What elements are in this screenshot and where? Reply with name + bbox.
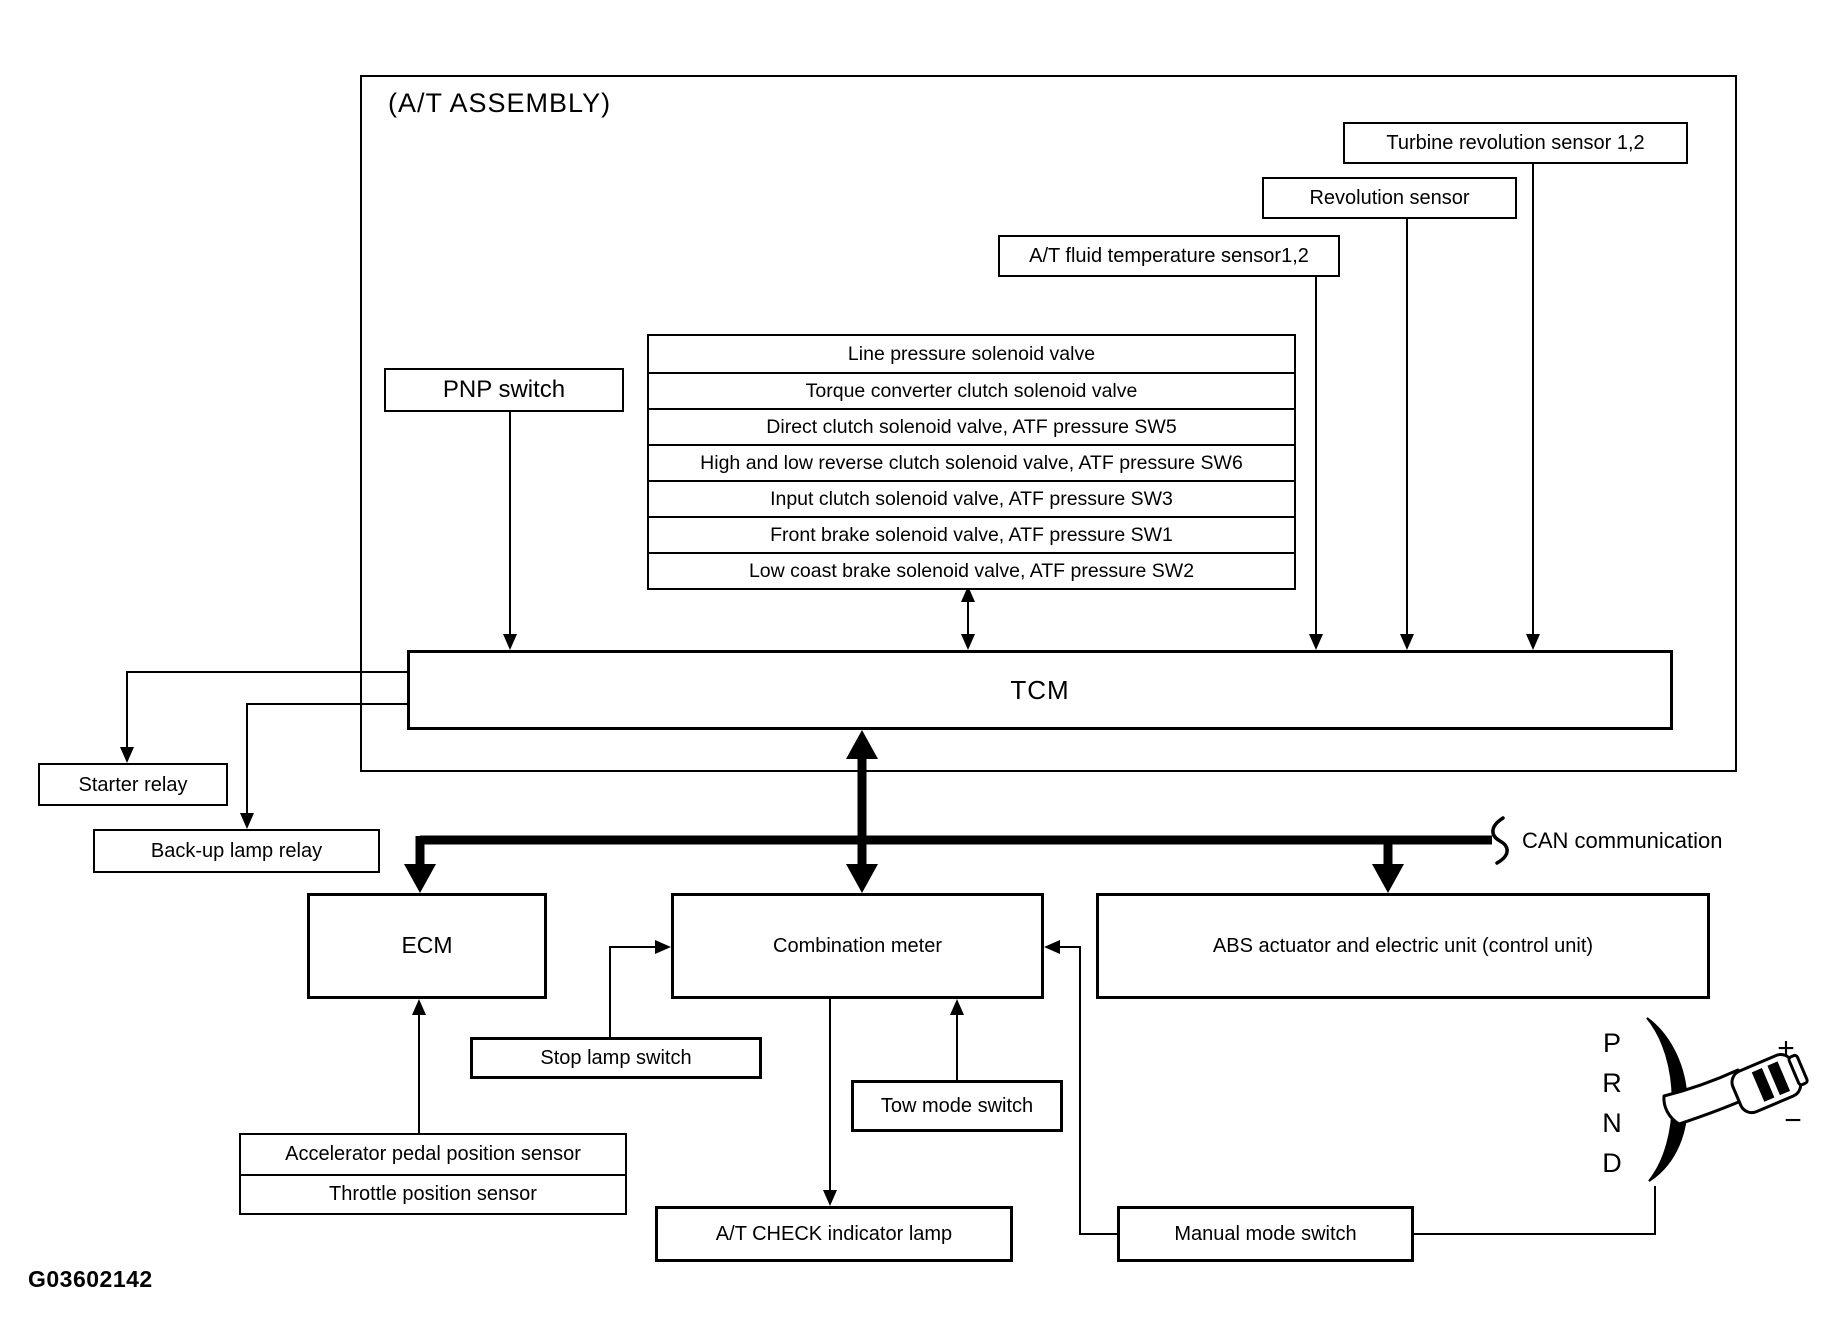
combination-meter-box: Combination meter bbox=[671, 893, 1044, 999]
figure-id: G03602142 bbox=[28, 1266, 153, 1292]
fluid-temp-sensor-box: A/T fluid temperature sensor1,2 bbox=[998, 235, 1340, 277]
solenoid-row: Input clutch solenoid valve, ATF pressur… bbox=[649, 480, 1294, 516]
solenoid-row: Line pressure solenoid valve bbox=[847, 342, 1096, 365]
shifter-gate-arc bbox=[1646, 1017, 1688, 1182]
throttle-sensor-row: Throttle position sensor bbox=[241, 1174, 625, 1213]
can-communication-label: CAN communication bbox=[1522, 828, 1723, 853]
shift-position-r: R bbox=[1602, 1068, 1622, 1098]
turbine-revolution-sensor-box: Turbine revolution sensor 1,2 bbox=[1343, 122, 1688, 164]
stop-lamp-switch-box: Stop lamp switch bbox=[470, 1037, 762, 1079]
ecm-box: ECM bbox=[307, 893, 547, 999]
connector-manual-to-meter bbox=[1057, 946, 1117, 1235]
solenoid-row: Torque converter clutch solenoid valve bbox=[649, 372, 1294, 408]
solenoid-row: Low coast brake solenoid valve, ATF pres… bbox=[649, 552, 1294, 588]
thin-arrowheads bbox=[120, 586, 1540, 1206]
connector-manual-to-shifter bbox=[1414, 1186, 1656, 1235]
manual-mode-switch-box: Manual mode switch bbox=[1117, 1206, 1414, 1262]
abs-unit-box: ABS actuator and electric unit (control … bbox=[1096, 893, 1710, 999]
connector-tcm-to-starter-relay bbox=[126, 671, 407, 750]
shift-lever-arm bbox=[1662, 1068, 1752, 1126]
solenoid-row: Direct clutch solenoid valve, ATF pressu… bbox=[649, 408, 1294, 444]
at-check-lamp-box: A/T CHECK indicator lamp bbox=[655, 1206, 1013, 1262]
starter-relay-box: Starter relay bbox=[38, 763, 228, 806]
solenoid-valve-list: Line pressure solenoid valve Torque conv… bbox=[647, 334, 1296, 590]
connector-stoplamp-to-meter bbox=[609, 946, 658, 1037]
at-assembly-label: (A/T ASSEMBLY) bbox=[388, 88, 612, 118]
revolution-sensor-box: Revolution sensor bbox=[1262, 177, 1517, 219]
connector-tcm-to-backup-relay bbox=[246, 703, 407, 816]
tcm-box: TCM bbox=[407, 650, 1673, 730]
gear-shifter-icon: P R N D + − bbox=[1602, 1017, 1809, 1182]
accelerator-sensor-row: Accelerator pedal position sensor bbox=[285, 1143, 581, 1165]
can-squiggle-icon bbox=[1491, 816, 1509, 865]
shift-minus-label: − bbox=[1784, 1104, 1802, 1137]
can-bus-line bbox=[404, 730, 1509, 893]
shift-lever-knob bbox=[1730, 1053, 1809, 1115]
pedal-sensor-stack: Accelerator pedal position sensor Thrott… bbox=[239, 1133, 627, 1215]
backup-lamp-relay-box: Back-up lamp relay bbox=[93, 829, 380, 873]
solenoid-row: High and low reverse clutch solenoid val… bbox=[649, 444, 1294, 480]
tow-mode-switch-box: Tow mode switch bbox=[851, 1080, 1063, 1132]
shift-position-p: P bbox=[1603, 1028, 1621, 1058]
at-assembly-outline bbox=[360, 75, 1737, 772]
shift-position-d: D bbox=[1602, 1148, 1622, 1178]
shift-position-n: N bbox=[1602, 1108, 1622, 1138]
pnp-switch-box: PNP switch bbox=[384, 368, 624, 412]
solenoid-row: Front brake solenoid valve, ATF pressure… bbox=[649, 516, 1294, 552]
shift-plus-label: + bbox=[1777, 1032, 1795, 1065]
